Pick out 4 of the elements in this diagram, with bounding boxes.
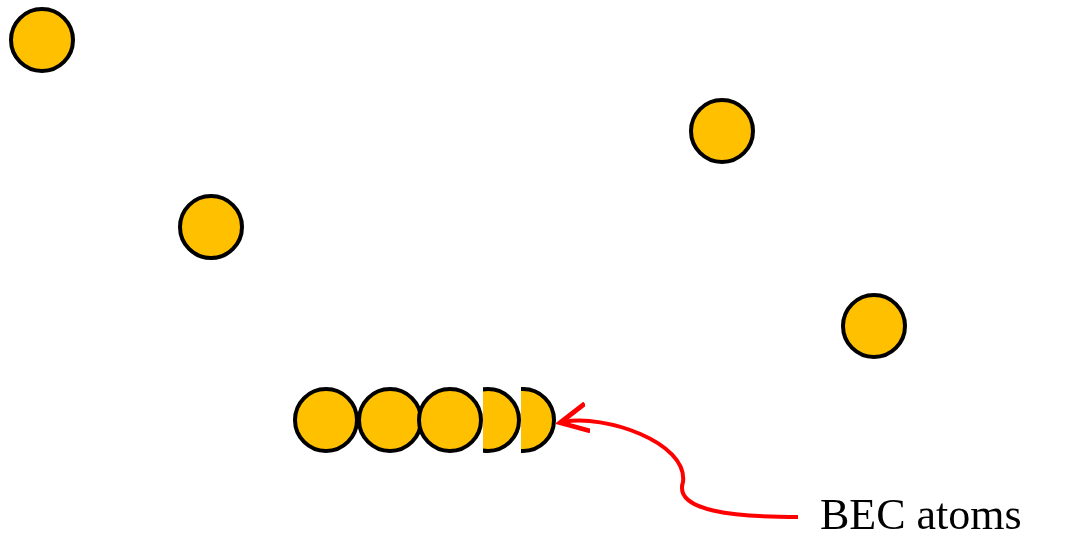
atom-circle (483, 387, 521, 453)
text-label: BEC atoms (820, 490, 1022, 536)
leader-arrow (557, 402, 798, 519)
atom-circle (521, 387, 556, 453)
